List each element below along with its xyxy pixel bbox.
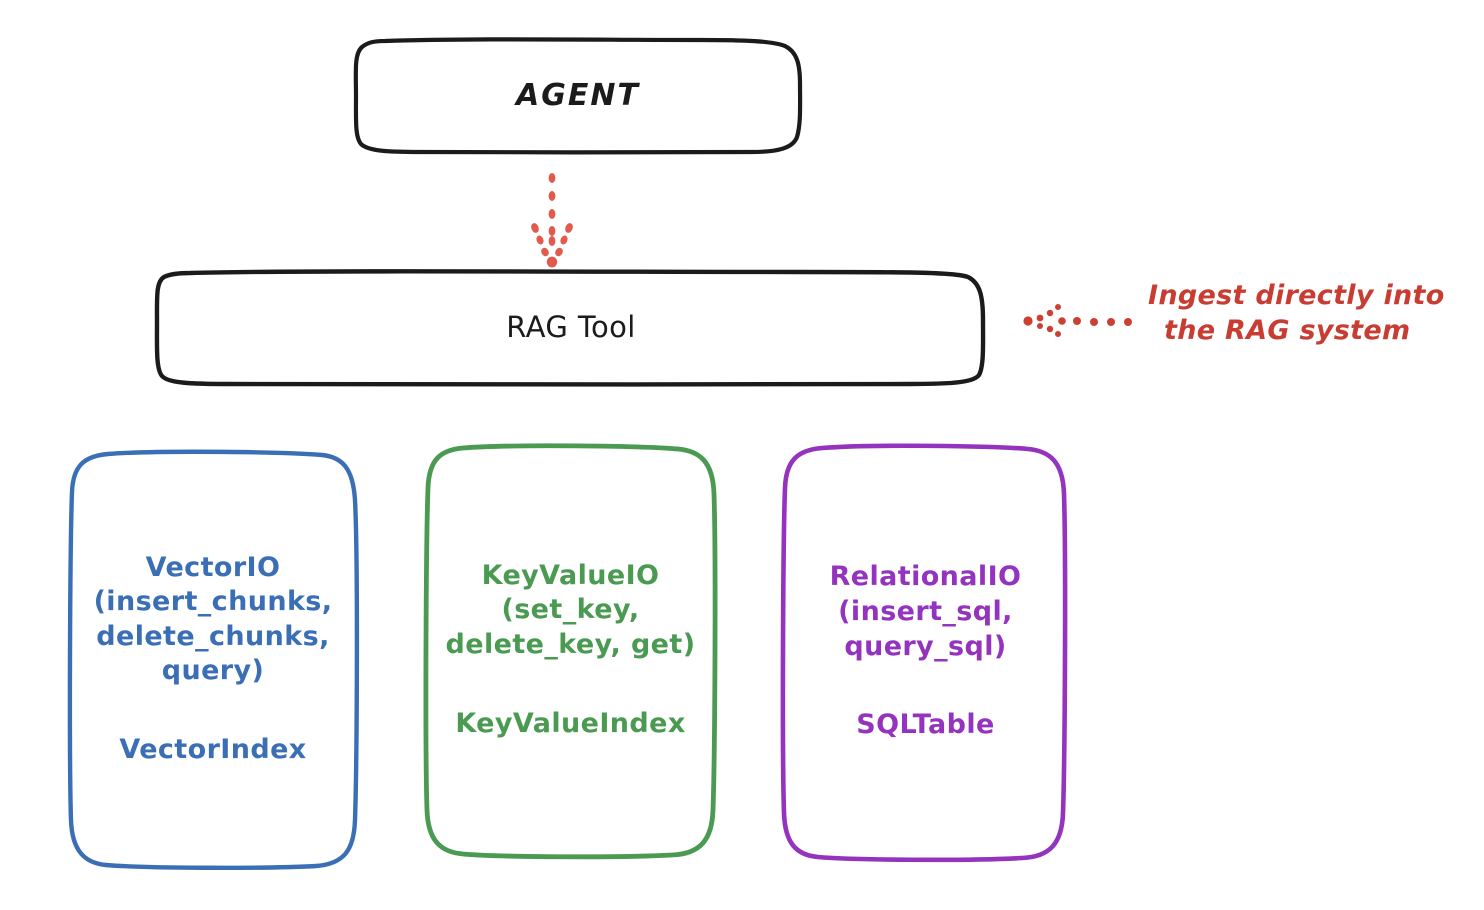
key-value-io-box-outline bbox=[423, 443, 718, 860]
agent-box-outline bbox=[353, 37, 803, 155]
agent-to-rag-connector bbox=[531, 173, 573, 268]
relational-io-box-outline bbox=[780, 443, 1068, 863]
key-value-io-node[interactable] bbox=[423, 443, 718, 860]
agent-node[interactable] bbox=[353, 37, 803, 155]
rag-tool-node[interactable] bbox=[154, 269, 986, 387]
vector-io-box-outline bbox=[67, 449, 360, 871]
rag-tool-box-outline bbox=[154, 269, 986, 387]
ingest-arrow-connector bbox=[1023, 304, 1132, 337]
vector-io-node[interactable] bbox=[67, 449, 360, 871]
relational-io-node[interactable] bbox=[780, 443, 1068, 863]
